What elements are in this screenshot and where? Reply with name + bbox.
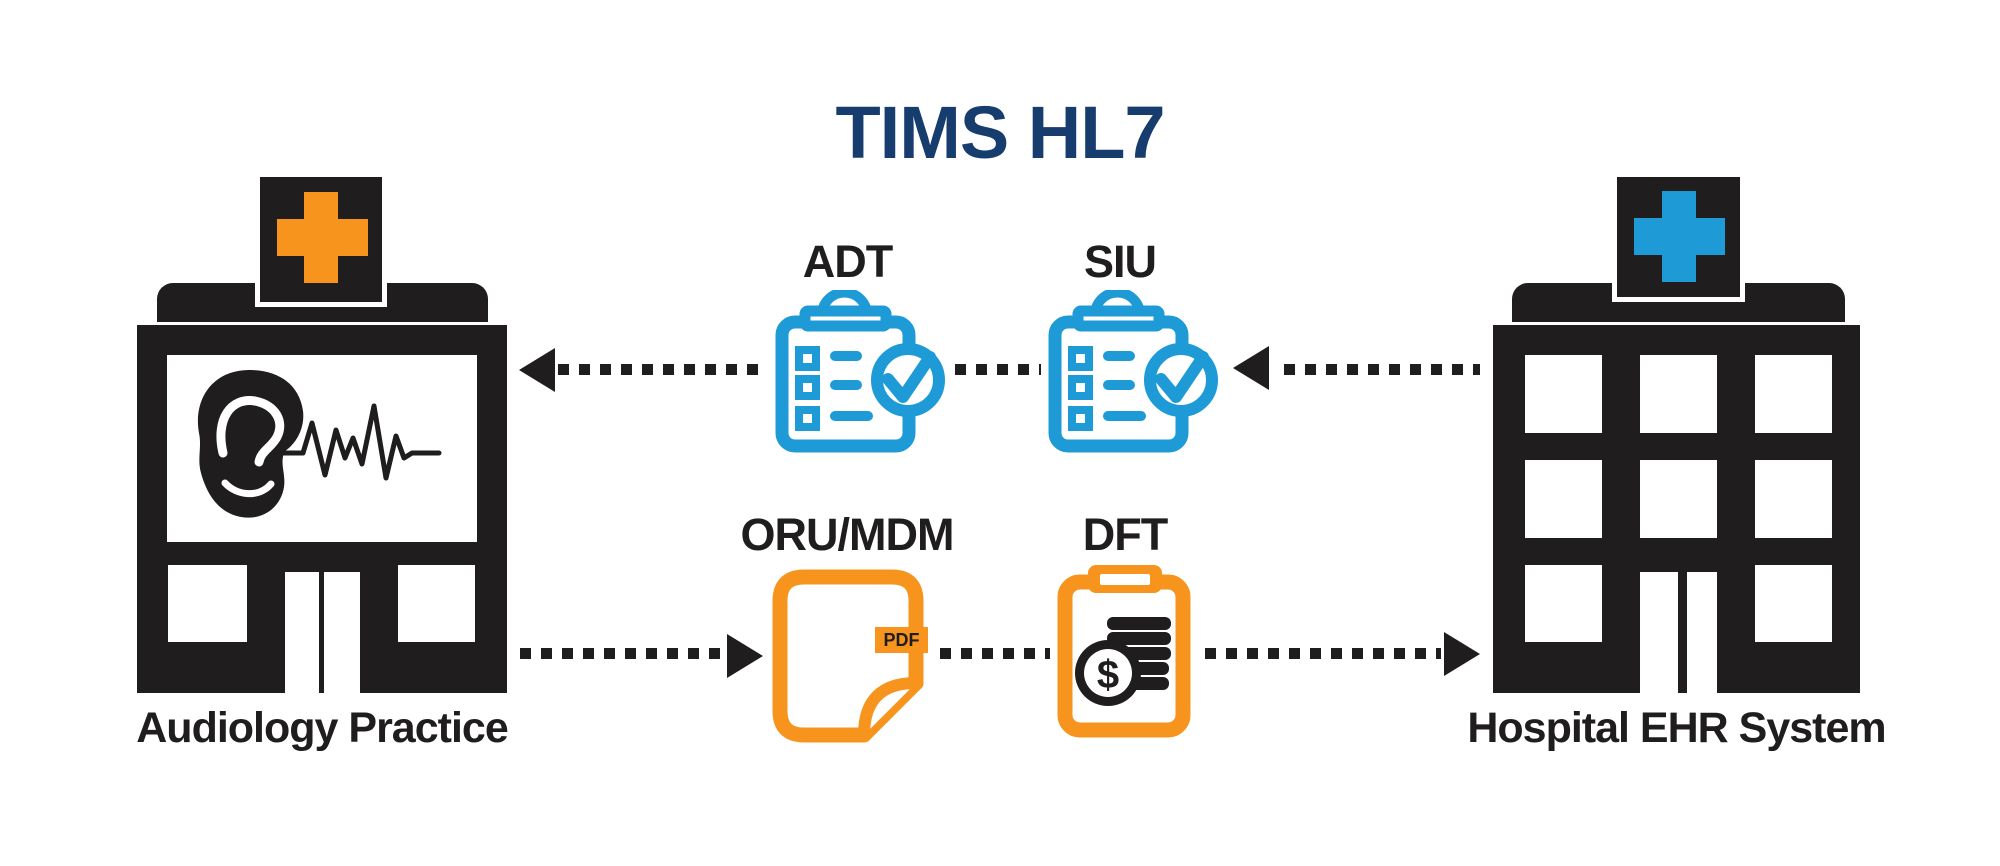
ear-lobe-line [221,479,275,498]
window [398,565,475,642]
medical-cross-icon-bar [1634,218,1725,255]
arrowhead-right-icon [727,634,763,678]
window [1755,355,1832,433]
page-title: TIMS HL7 [835,91,1165,174]
pdf-document-icon [768,565,933,743]
dotted-connector [520,648,726,659]
window [1525,565,1602,642]
medical-cross-icon-bar [277,219,368,256]
pdf-badge: PDF [875,627,928,653]
audiology-building-body [137,325,507,693]
audiology-sign [255,172,387,307]
window [1755,460,1832,538]
adt-clipboard-check-icon [775,290,947,456]
audiogram-panel [167,355,477,542]
oru-mdm-label: ORU/MDM [740,509,955,560]
dollar-symbol: $ [1097,653,1119,697]
dotted-connector [558,364,766,375]
hospital-sign [1612,172,1745,302]
dotted-connector [1284,364,1480,375]
door [1687,572,1717,693]
window [1640,355,1717,433]
arrowhead-right-icon [1444,632,1480,676]
arrowhead-left-icon [1233,346,1269,390]
ear-audiogram-icon [197,370,442,518]
ear-antihelix [216,396,285,467]
audiology-label: Audiology Practice [136,704,508,752]
window [168,565,247,642]
adt-label: ADT [802,236,893,287]
window [1525,355,1602,433]
door [1640,572,1678,693]
door [285,572,319,693]
window [1640,460,1717,538]
arrowhead-left-icon [519,348,555,392]
siu-clipboard-check-icon [1048,290,1220,456]
dotted-connector [955,364,1041,375]
hospital-building-body [1493,325,1860,693]
hospital-label: Hospital EHR System [1467,704,1886,752]
siu-label: SIU [1083,236,1157,287]
billing-clipboard-icon: $ [1055,563,1195,741]
dotted-connector [940,648,1050,659]
dotted-connector [1205,648,1441,659]
door [324,572,360,693]
window [1525,460,1602,538]
sound-waveform [276,403,442,481]
window [1755,565,1832,642]
dft-label: DFT [1082,509,1168,560]
